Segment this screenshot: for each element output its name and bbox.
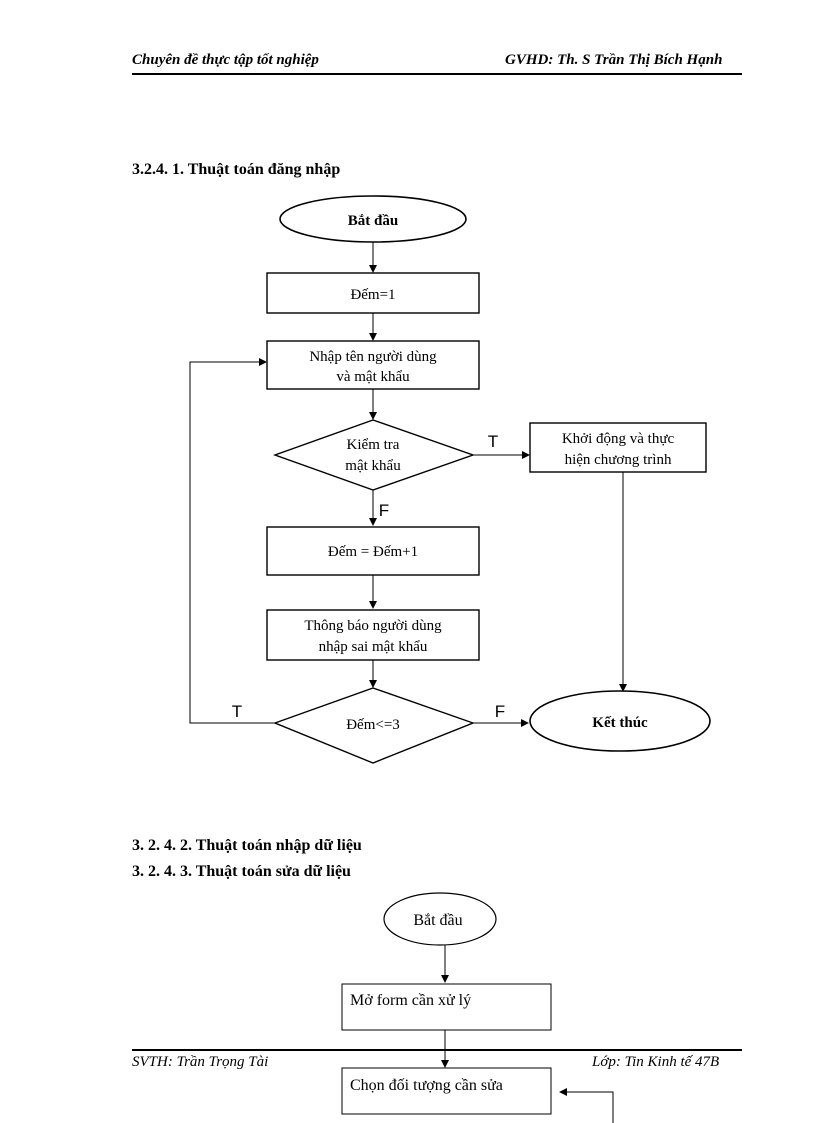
increment-counter-label: Đếm = Đếm+1 [328,544,418,560]
footer-left: SVTH: Trần Trọng Tài [132,1054,269,1070]
header-right: GVHD: Th. S Trần Thị Bích Hạnh [505,52,723,68]
section-heading-edit: 3. 2. 4. 3. Thuật toán sửa dữ liệu [132,863,351,880]
false-branch-label-1: F [379,501,389,520]
input-credentials-line2: và mật khẩu [336,369,410,385]
init-counter-label: Đếm=1 [350,287,395,303]
notify-line1: Thông báo người dùng [304,618,442,634]
increment-counter-box [266,526,480,576]
check-password-line2: mật khẩu [345,458,401,474]
start-label: Bắt đầu [348,213,398,229]
open-form-box [341,983,552,1031]
input-credentials-line1: Nhập tên người dùng [309,349,437,365]
end-label: Kết thúc [592,715,648,731]
count-condition-decision [273,687,475,764]
section-heading-input: 3. 2. 4. 2. Thuật toán nhập dữ liệu [132,837,362,854]
footer-right: Lớp: Tin Kinh tế 47B [592,1054,720,1070]
edit-start-terminal [383,892,497,946]
footer-rule [132,1049,742,1051]
open-form-label: Mở form cần xử lý [350,992,471,1009]
header-left: Chuyên đề thực tập tốt nghiệp [132,52,319,68]
run-program-line2: hiện chương trình [565,452,672,468]
true-branch-label-1: T [488,432,498,451]
notify-line2: nhập sai mật khẩu [319,639,428,655]
end-terminal [529,690,711,752]
select-object-label: Chọn đối tượng cần sửa [350,1077,503,1094]
edit-start-label: Bắt đầu [413,912,462,929]
count-condition-label: Đếm<=3 [346,717,400,733]
header-rule [132,73,742,75]
check-password-decision [272,419,476,491]
run-program-box [529,422,707,473]
run-program-line1: Khởi động và thực [562,431,675,447]
select-object-box [341,1067,552,1115]
input-credentials-box [266,340,480,390]
true-branch-label-2: T [232,702,242,721]
check-password-line1: Kiểm tra [347,437,400,453]
section-heading-login: 3.2.4. 1. Thuật toán đăng nhập [132,161,341,178]
notify-wrong-password-box [266,609,480,661]
false-branch-label-2: F [495,702,505,721]
